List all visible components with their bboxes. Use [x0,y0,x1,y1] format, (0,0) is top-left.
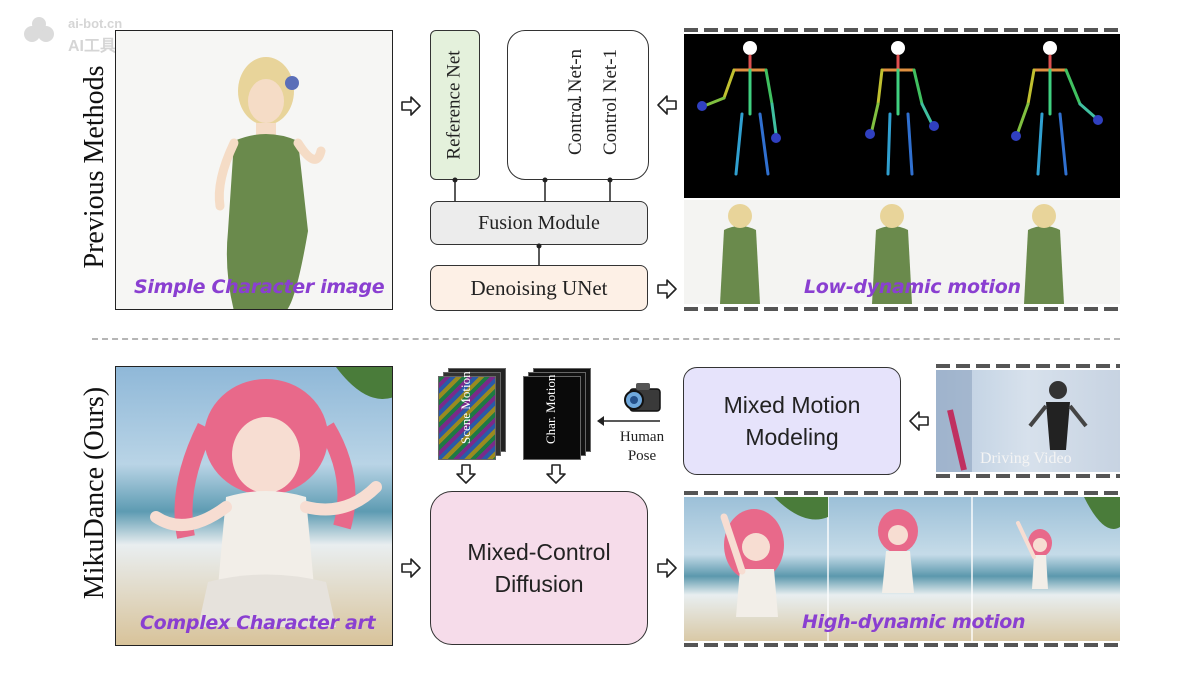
pose-skeleton-illustration [697,41,1103,176]
fusion-module-block: Fusion Module [430,201,648,245]
high-dynamic-frames [684,497,1120,641]
bottom-output-strip: High-dynamic motion [684,491,1120,647]
scene-motion-stack: Scene Motion [438,368,508,460]
arrow-right-icon [657,558,677,578]
arrow-down-icon [456,464,476,484]
mixed-motion-line1: Mixed Motion [723,392,861,418]
film-edge-top [684,28,1120,32]
film-edge-top [684,491,1120,495]
connector-lines [452,177,613,201]
human-pose-label: Human Pose [612,428,672,466]
film-edge-bottom [684,307,1120,311]
low-dynamic-frames [684,200,1120,304]
camera-icon [624,383,661,412]
control-net-ellipsis: ... [565,94,586,110]
high-dynamic-caption: High-dynamic motion [802,611,1026,633]
watermark-line1: ai-bot.cn [68,16,123,31]
control-nets-block: Control Net-n ... Control Net-1 [507,30,649,180]
pose-skeleton-frames [684,34,1120,198]
skeleton-1 [697,41,781,176]
mixed-motion-line2: Modeling [745,424,839,450]
mixed-control-line2: Diffusion [494,571,584,597]
high-dynamic-illustration [720,497,1120,641]
complex-character-caption: Complex Character art [140,612,376,634]
previous-methods-label: Previous Methods [79,65,110,269]
arrow-right-icon [401,96,421,116]
mixed-control-diffusion-block: Mixed-Control Diffusion [430,491,648,645]
watermark: ai-bot.cn AI工具集 [14,14,164,59]
human-pose-arrow-icon [597,416,660,426]
reference-net-block: Reference Net [430,30,480,180]
simple-character-illustration [214,57,326,309]
control-net-1-label: Control Net-1 [600,48,621,156]
scene-motion-label: Scene Motion [458,371,473,444]
film-edge-bottom [936,474,1120,478]
low-dynamic-illustration [720,204,1064,304]
char-motion-stack: Char. Motion [523,368,593,460]
human-pose-line2: Pose [627,448,657,464]
reference-net-label: Reference Net [444,50,465,160]
driving-video-label: Driving Video [980,450,1072,467]
arrow-left-icon [909,411,929,431]
arrow-down-icon [546,464,566,484]
film-edge-bottom [684,643,1120,647]
mikudance-ours-label: MikuDance (Ours) [79,386,110,600]
film-edge-top [936,364,1120,368]
simple-character-image: Simple Character image [115,30,393,310]
char-motion-label: Char. Motion [543,374,558,444]
watermark-logo-icon [24,17,54,42]
denoising-unet-block: Denoising UNet [430,265,648,311]
skeleton-2 [865,41,939,176]
simple-character-caption: Simple Character image [134,276,385,298]
low-dynamic-caption: Low-dynamic motion [804,276,1021,298]
human-pose-line1: Human [619,429,665,445]
driving-video-strip: Driving Video [936,364,1120,478]
arrow-left-icon [657,95,677,115]
top-output-strip: Low-dynamic motion [684,28,1120,311]
arrow-right-icon [401,558,421,578]
scene-motion-layer-front [438,376,496,460]
complex-character-image: Complex Character art [115,366,393,646]
skeleton-3 [1011,41,1103,176]
char-motion-layer-front [523,376,581,460]
complex-character-illustration [150,367,392,627]
mixed-motion-modeling-block: Mixed Motion Modeling [683,367,901,475]
arrow-right-icon [657,279,677,299]
section-divider [92,338,1120,340]
driving-video-illustration [936,370,1088,472]
mixed-control-line1: Mixed-Control [467,539,611,565]
fusion-unet-connector [536,243,542,265]
driving-video-frames [936,370,1120,472]
